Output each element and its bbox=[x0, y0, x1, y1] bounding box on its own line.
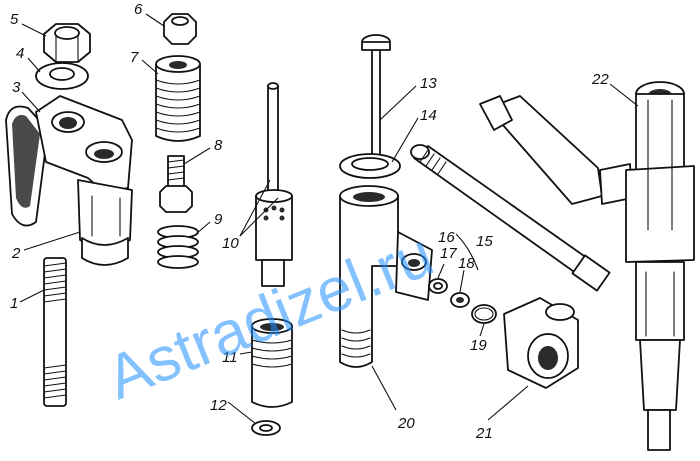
callout-21: 21 bbox=[475, 425, 493, 442]
part-2-bracket bbox=[5, 95, 133, 266]
callout-labels: 1 2 3 4 5 6 7 8 9 10 11 12 13 14 15 16 1… bbox=[10, 1, 609, 442]
callout-6: 6 bbox=[134, 1, 143, 18]
part-12-washer bbox=[251, 420, 281, 436]
callout-18: 18 bbox=[458, 255, 475, 272]
part-7-threaded-sleeve bbox=[155, 55, 201, 142]
part-1-stud bbox=[43, 257, 67, 407]
part-21-banjo-fitting bbox=[503, 297, 579, 389]
callout-13: 13 bbox=[420, 75, 437, 92]
callout-14: 14 bbox=[420, 107, 437, 124]
part-6-small-nut bbox=[163, 13, 197, 45]
callout-7: 7 bbox=[130, 49, 139, 66]
part-10-needle-assembly bbox=[255, 82, 293, 287]
part-18-ring bbox=[450, 292, 470, 308]
part-4-washer bbox=[35, 62, 89, 90]
part-13-rod bbox=[361, 34, 391, 163]
part-11-nozzle-nut bbox=[251, 318, 293, 408]
callout-9: 9 bbox=[214, 211, 223, 228]
callout-8: 8 bbox=[214, 137, 223, 154]
part-5-nut bbox=[43, 23, 91, 63]
callout-11: 11 bbox=[222, 349, 238, 366]
part-14-ring bbox=[339, 153, 401, 179]
callout-3: 3 bbox=[12, 79, 21, 96]
part-8-bolt bbox=[159, 155, 193, 213]
callout-20: 20 bbox=[397, 415, 415, 432]
part-19-ring bbox=[471, 304, 497, 324]
part-17-ring bbox=[428, 278, 448, 294]
callout-16: 16 bbox=[438, 229, 455, 246]
part-9-spring bbox=[157, 225, 199, 269]
leader-lines bbox=[19, 13, 639, 425]
callout-15: 15 bbox=[476, 233, 493, 250]
callout-4: 4 bbox=[16, 45, 24, 62]
part-22-injector-assembly bbox=[479, 81, 695, 451]
callout-10: 10 bbox=[222, 235, 239, 252]
callout-22: 22 bbox=[591, 71, 609, 88]
callout-17: 17 bbox=[440, 245, 457, 262]
callout-5: 5 bbox=[10, 11, 19, 28]
callout-1: 1 bbox=[10, 295, 18, 312]
part-20-injector-body bbox=[339, 185, 433, 368]
callout-12: 12 bbox=[210, 397, 227, 414]
callout-2: 2 bbox=[11, 245, 21, 262]
part-15-pipe bbox=[410, 144, 611, 292]
callout-19: 19 bbox=[470, 337, 487, 354]
